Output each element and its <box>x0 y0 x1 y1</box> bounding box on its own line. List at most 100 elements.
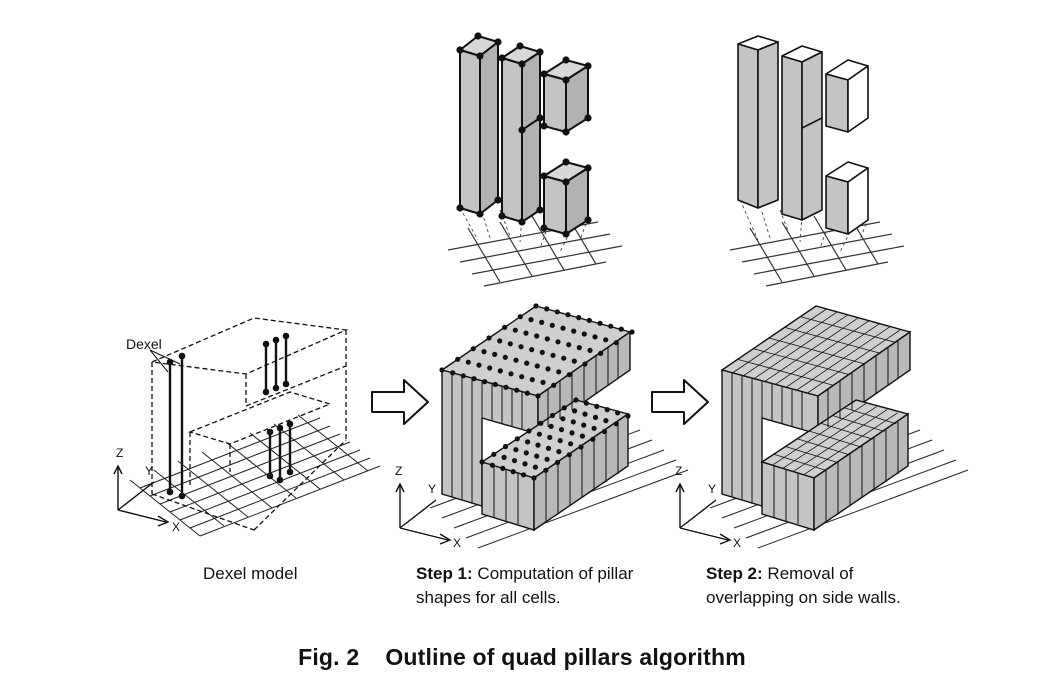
node-point <box>549 322 555 328</box>
node-point <box>603 337 609 343</box>
dexel-bounding-box <box>149 317 349 531</box>
step2-axis-x: X <box>733 536 742 550</box>
node-point <box>471 376 477 382</box>
node-point <box>578 444 584 450</box>
dexel-grid <box>129 414 381 537</box>
node-point <box>521 472 527 478</box>
node-point <box>566 452 572 458</box>
node-point <box>522 461 528 467</box>
node-point <box>492 351 498 357</box>
node-point <box>486 335 492 341</box>
arrow-right-2 <box>651 379 709 425</box>
node-point <box>618 326 624 332</box>
node-point <box>514 436 520 442</box>
node-point <box>513 357 519 363</box>
node-point <box>544 336 550 342</box>
node-point <box>613 421 619 427</box>
axis-triad-step1 <box>395 482 452 545</box>
node-point <box>547 434 553 440</box>
dexel-callout-lines <box>149 349 181 373</box>
step1-axis-x: X <box>453 536 462 550</box>
node-point <box>535 393 541 399</box>
figure-number: Fig. 2 <box>298 644 360 670</box>
node-point <box>491 451 497 457</box>
node-point <box>540 379 546 385</box>
node-point <box>534 453 540 459</box>
dexel-endpoints <box>166 332 294 500</box>
node-point <box>502 324 508 330</box>
step1-pillar-block <box>395 303 689 549</box>
node-point <box>523 330 529 336</box>
node-point <box>510 469 516 475</box>
node-point <box>492 381 498 387</box>
dexel-model-diagram <box>113 317 381 537</box>
node-point <box>524 390 530 396</box>
node-point <box>502 443 509 450</box>
pillar-short-lower <box>543 161 589 235</box>
node-point <box>604 407 610 413</box>
node-point <box>586 317 592 323</box>
axis-triad-step2 <box>675 482 732 545</box>
node-point <box>598 350 604 356</box>
cell-line <box>844 407 897 425</box>
node-point <box>561 405 567 411</box>
cell-line <box>737 358 834 386</box>
step2-top-cell-lines <box>732 308 902 476</box>
node-point <box>508 371 514 377</box>
dexel-model-caption: Dexel model <box>203 564 298 583</box>
node-point <box>594 403 600 409</box>
node-point <box>581 331 587 337</box>
node-point <box>531 475 537 481</box>
axis-triad-dexel <box>113 464 170 527</box>
node-point <box>568 441 574 447</box>
step2-caption-label: Step 2: <box>706 564 763 583</box>
node-point <box>450 370 456 376</box>
node-point <box>576 345 582 351</box>
figure-title: Outline of quad pillars algorithm <box>385 644 746 670</box>
node-point <box>476 362 482 368</box>
node-point <box>511 458 518 464</box>
node-point <box>524 360 530 366</box>
node-point <box>556 369 562 375</box>
node-point <box>470 346 476 352</box>
node-point <box>560 416 566 422</box>
dexel-axis-y: Y <box>145 464 154 478</box>
node-point <box>579 433 586 439</box>
node-point <box>534 363 540 369</box>
node-point <box>543 467 549 473</box>
step2-axis-z: Z <box>675 464 683 478</box>
node-point <box>582 411 588 417</box>
node-point <box>569 430 575 436</box>
node-point <box>597 320 603 326</box>
node-point <box>538 420 544 426</box>
arrow-right-1 <box>371 379 429 425</box>
cell-line <box>784 326 881 354</box>
node-point <box>601 428 608 435</box>
step1-axis-y: Y <box>428 482 437 496</box>
projection-lines-left <box>459 207 589 253</box>
shell-short-lower <box>825 161 869 235</box>
node-point <box>576 315 582 321</box>
node-point <box>460 373 466 379</box>
node-point <box>497 368 503 374</box>
node-point <box>592 334 598 340</box>
figure-caption: Fig. 2 Outline of quad pillars algorithm <box>0 644 1044 671</box>
shell-tall-2 <box>781 45 823 221</box>
node-point <box>528 317 534 323</box>
node-point <box>581 422 587 428</box>
node-point <box>529 377 535 383</box>
node-point <box>566 372 572 378</box>
step2-caption: Step 2: Removal of <box>706 563 853 585</box>
node-point <box>557 438 563 444</box>
node-point <box>544 456 550 462</box>
dexel-callout-label: Dexel <box>126 336 162 352</box>
node-point <box>570 419 576 425</box>
step1-caption-line2: shapes for all cells. <box>416 588 561 607</box>
cell-line <box>753 348 850 376</box>
cell-line <box>820 422 873 440</box>
node-point <box>519 374 525 380</box>
node-point <box>549 412 556 419</box>
cell-line <box>808 430 862 448</box>
node-point <box>512 327 518 333</box>
node-point <box>571 358 577 364</box>
